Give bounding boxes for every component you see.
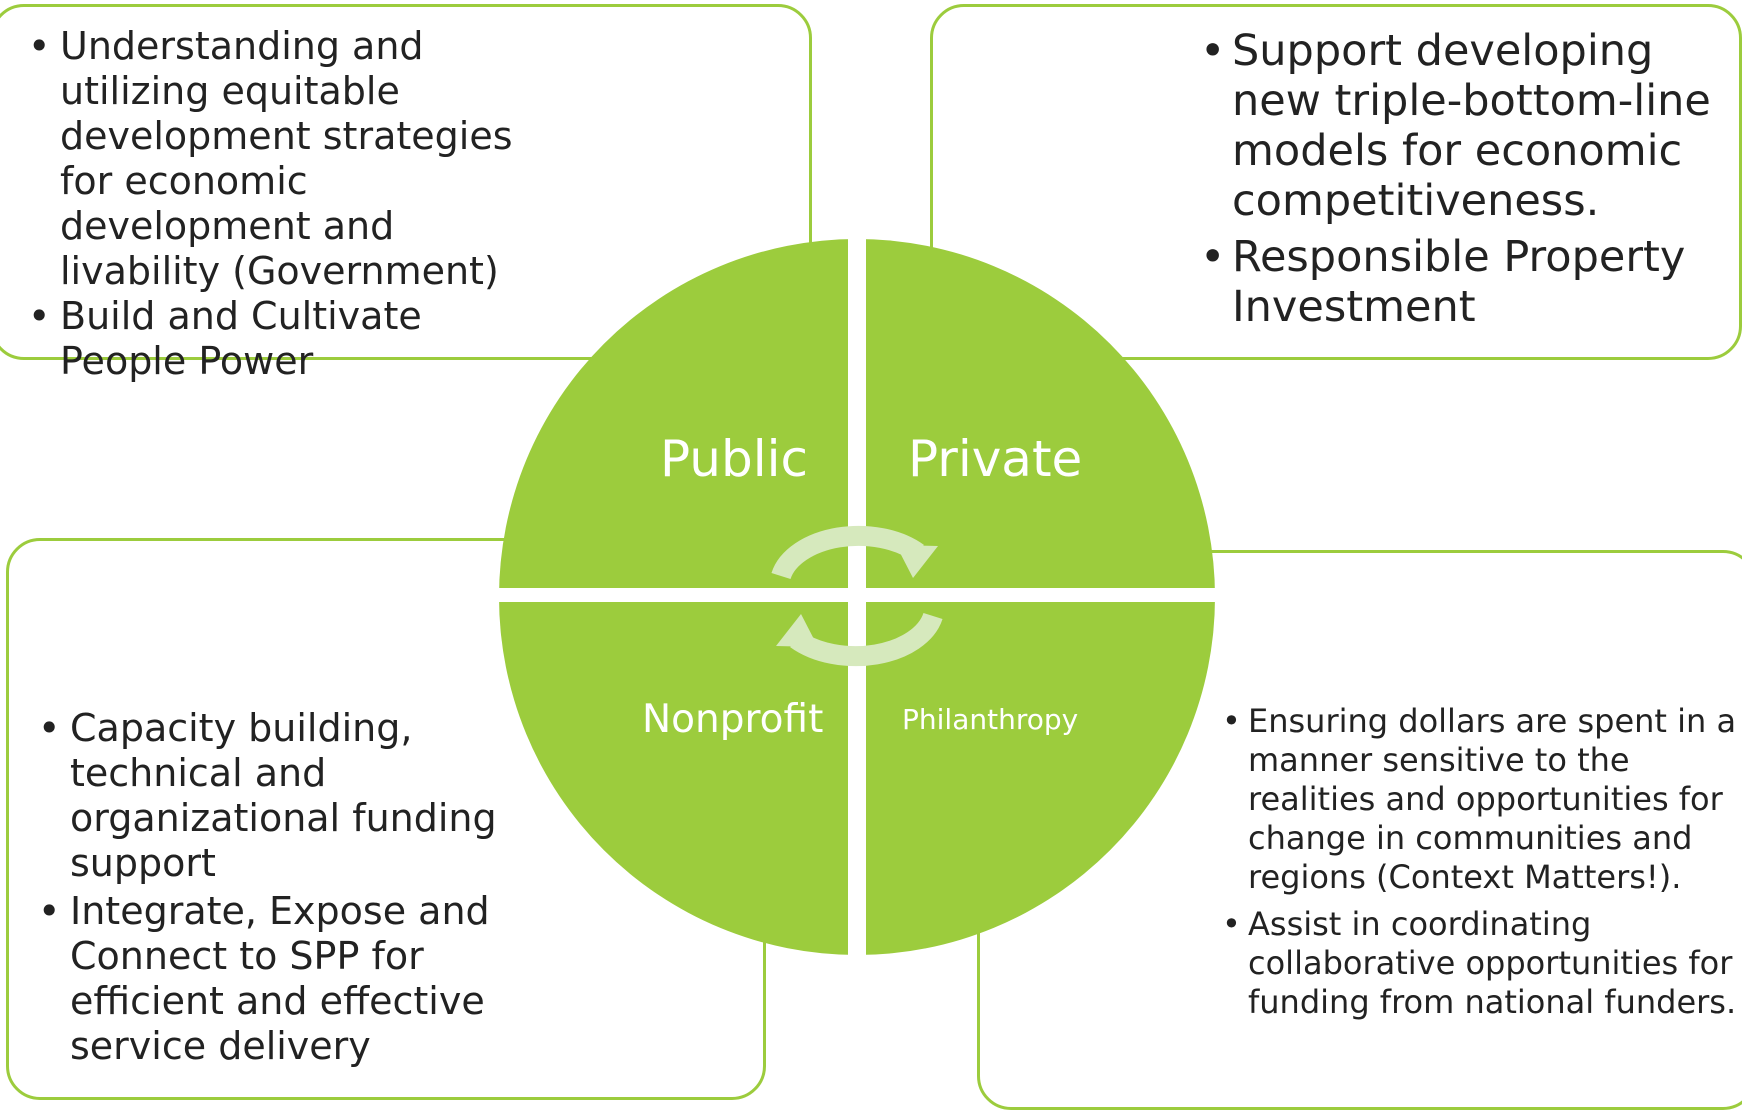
- private-bullet: Responsible Property Investment: [1200, 232, 1740, 332]
- nonprofit-bullet: Integrate, Expose and Connect to SPP for…: [38, 889, 558, 1069]
- private-bullet-list: Support developing new triple-bottom-lin…: [1200, 26, 1740, 338]
- nonprofit-bullet-list: Capacity building, technical and organiz…: [38, 706, 558, 1072]
- philanthropy-label: Philanthropy: [902, 703, 1079, 736]
- horizontal-divider: [490, 588, 1230, 602]
- philanthropy-bullet: Ensuring dollars are spent in a manner s…: [1222, 702, 1742, 897]
- nonprofit-bullet: Capacity building, technical and organiz…: [38, 706, 558, 886]
- private-bullet: Support developing new triple-bottom-lin…: [1200, 26, 1740, 226]
- public-bullet-list: Understanding and utilizing equitable de…: [28, 24, 548, 384]
- public-label: Public: [660, 430, 808, 488]
- public-bullet: Build and Cultivate People Power: [28, 294, 548, 384]
- public-bullet: Understanding and utilizing equitable de…: [28, 24, 548, 294]
- private-label: Private: [908, 430, 1083, 488]
- cycle-arrows-icon: [771, 525, 943, 667]
- nonprofit-label: Nonprofit: [642, 697, 824, 742]
- philanthropy-bullet: Assist in coordinating collaborative opp…: [1222, 905, 1742, 1022]
- philanthropy-bullet-list: Ensuring dollars are spent in a manner s…: [1222, 702, 1742, 1030]
